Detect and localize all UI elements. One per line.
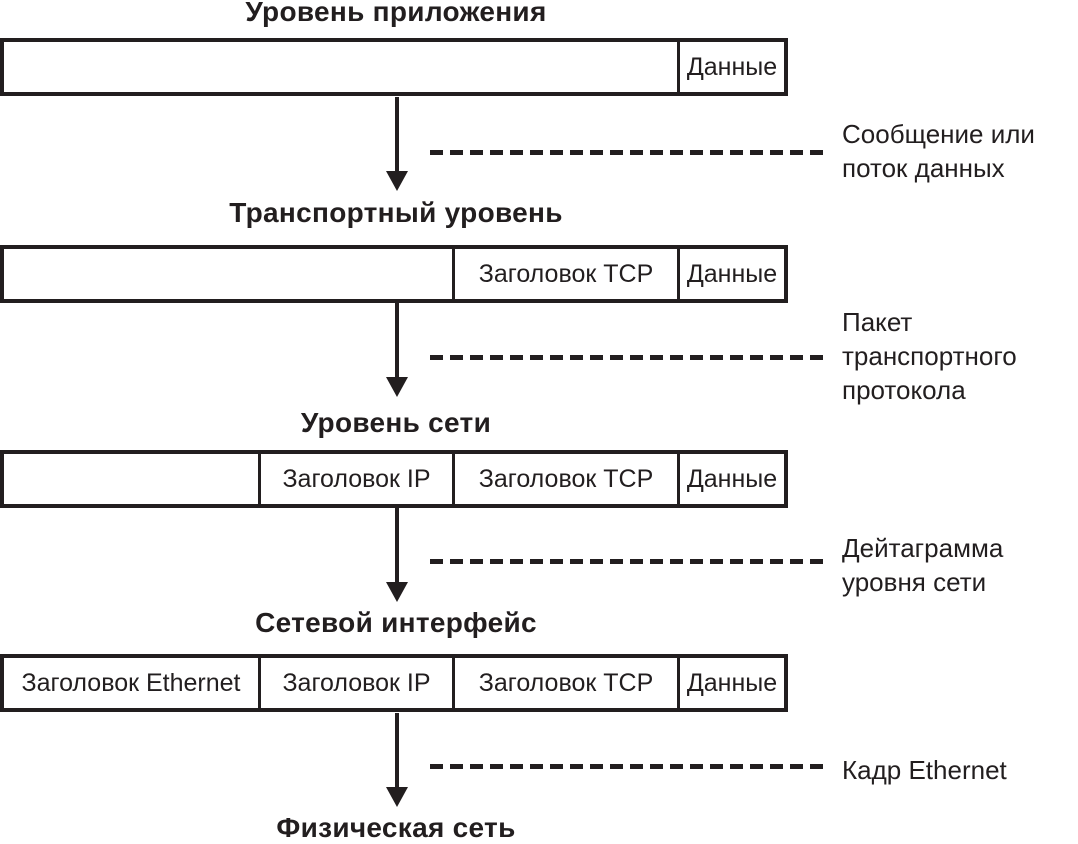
annotation-transport-packet: Пакет транспортного протокола bbox=[842, 305, 1017, 407]
packet-cell-empty bbox=[4, 249, 452, 299]
down-arrow-icon bbox=[395, 303, 399, 378]
packet-cell-data: Данные bbox=[677, 454, 784, 504]
down-arrow-icon bbox=[395, 508, 399, 583]
dashed-connector bbox=[430, 150, 828, 155]
packet-cell-tcp-header: Заголовок TCP bbox=[452, 658, 677, 708]
packet-cell-tcp-header: Заголовок TCP bbox=[452, 249, 677, 299]
annotation-line: Дейтаграмма bbox=[842, 533, 1004, 563]
packet-cell-data: Данные bbox=[677, 42, 784, 92]
annotation-line: Пакет bbox=[842, 307, 913, 337]
annotation-line: Кадр Ethernet bbox=[842, 755, 1007, 785]
layer-title-application: Уровень приложения bbox=[245, 0, 547, 27]
down-arrow-icon bbox=[395, 97, 399, 172]
annotation-line: поток данных bbox=[842, 153, 1005, 183]
dashed-connector bbox=[430, 559, 828, 564]
packet-cell-tcp-header: Заголовок TCP bbox=[452, 454, 677, 504]
packet-cell-empty bbox=[4, 454, 258, 504]
layer-title-network-interface: Сетевой интерфейс bbox=[255, 607, 537, 638]
layer-title-network: Уровень сети bbox=[300, 407, 492, 438]
annotation-line: уровня сети bbox=[842, 567, 987, 597]
packet-bar-network-interface: Заголовок Ethernet Заголовок IP Заголово… bbox=[0, 654, 788, 712]
packet-bar-network: Заголовок IP Заголовок TCP Данные bbox=[0, 450, 788, 508]
dashed-connector bbox=[430, 764, 828, 769]
packet-bar-application: Данные bbox=[0, 38, 788, 96]
annotation-line: транспортного bbox=[842, 341, 1017, 371]
annotation-message-stream: Сообщение или поток данных bbox=[842, 117, 1035, 185]
layer-title-transport: Транспортный уровень bbox=[229, 197, 563, 228]
packet-cell-ethernet-header: Заголовок Ethernet bbox=[21, 668, 241, 697]
annotation-line: протокола bbox=[842, 375, 966, 405]
packet-cell-empty bbox=[4, 42, 677, 92]
annotation-network-datagram: Дейтаграмма уровня сети bbox=[842, 531, 1003, 599]
packet-cell-data: Данные bbox=[677, 249, 784, 299]
down-arrow-icon bbox=[395, 713, 399, 788]
layer-title-physical-network: Физическая сеть bbox=[276, 812, 516, 843]
annotation-line: Сообщение или bbox=[842, 119, 1035, 149]
packet-cell-ip-header: Заголовок IP bbox=[258, 658, 452, 708]
packet-cell-ip-header: Заголовок IP bbox=[258, 454, 452, 504]
annotation-ethernet-frame: Кадр Ethernet bbox=[842, 753, 1007, 787]
packet-cell-data: Данные bbox=[677, 658, 784, 708]
packet-bar-transport: Заголовок TCP Данные bbox=[0, 245, 788, 303]
dashed-connector bbox=[430, 355, 828, 360]
